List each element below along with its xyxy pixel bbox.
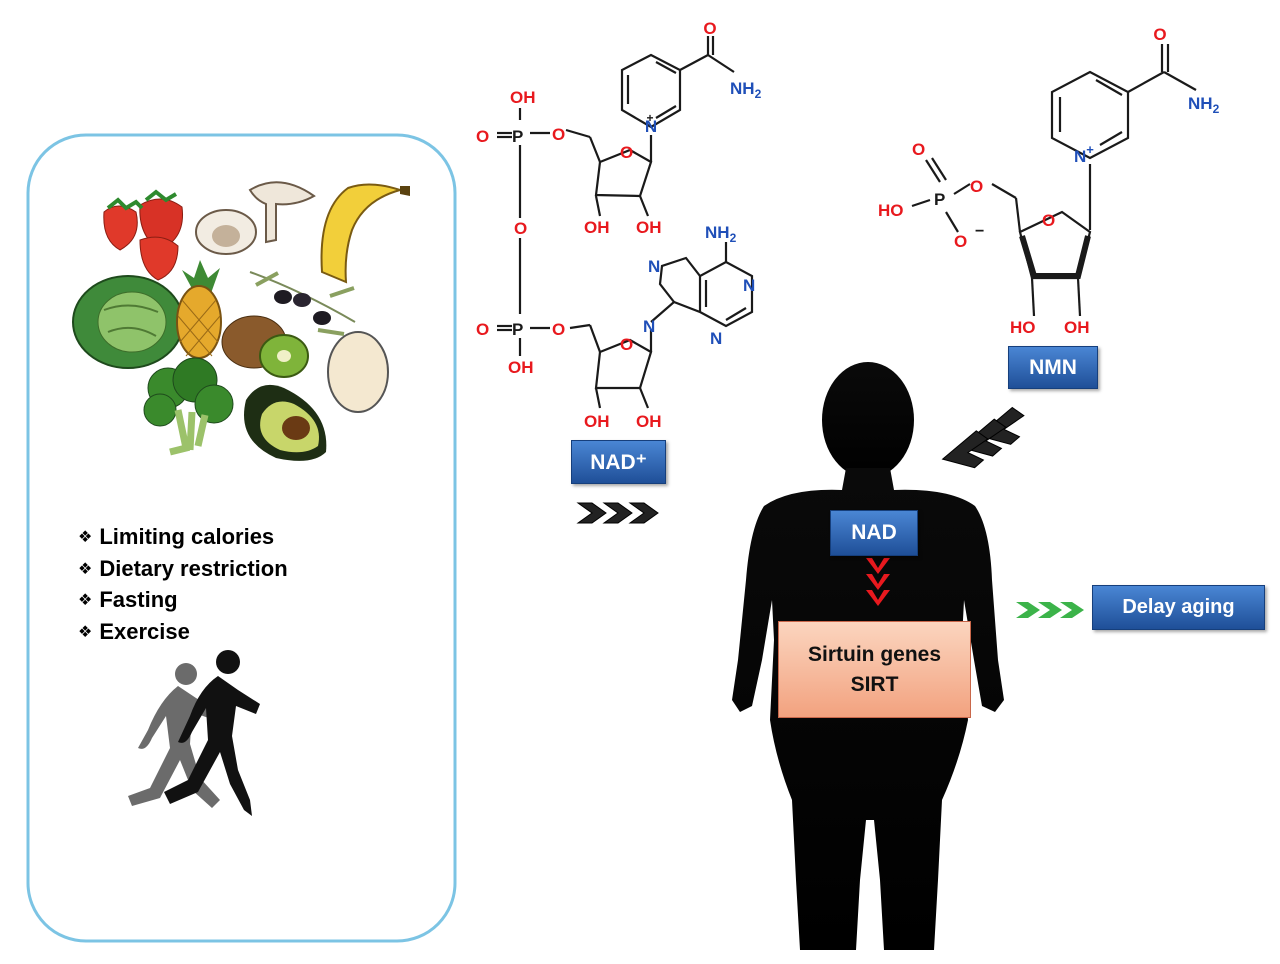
svg-text:NH2: NH2 (730, 79, 762, 101)
chevron-arrow-icon (576, 502, 659, 524)
svg-text:NH2: NH2 (705, 223, 737, 245)
lifestyle-list: ❖Limiting calories ❖Dietary restriction … (78, 522, 288, 648)
svg-text:HO: HO (1010, 318, 1036, 337)
food-illustration-icon (72, 181, 410, 461)
kiwi-icon (221, 315, 309, 378)
olive-icon (249, 271, 356, 336)
svg-text:O: O (912, 140, 925, 159)
svg-text:OH: OH (636, 218, 662, 237)
svg-text:O: O (1042, 211, 1055, 230)
sirtuin-line1: Sirtuin genes (807, 642, 942, 666)
svg-text:P: P (512, 127, 523, 146)
svg-text:−: − (975, 223, 984, 240)
svg-text:O: O (552, 320, 565, 339)
runners-silhouette-icon (128, 650, 260, 816)
atom-plus: + (646, 111, 653, 125)
svg-text:OH: OH (508, 358, 534, 377)
pineapple-icon (176, 260, 222, 359)
svg-text:O: O (954, 232, 967, 251)
lifestyle-panel (26, 133, 457, 943)
svg-text:N: N (743, 276, 755, 295)
avocado-icon (244, 384, 327, 461)
sirtuin-line2: SIRT (850, 672, 899, 696)
delay-aging-label: Delay aging (1092, 585, 1265, 630)
nad-plus-label: NAD⁺ (571, 440, 666, 484)
svg-text:O: O (703, 19, 716, 38)
svg-text:P: P (934, 190, 945, 209)
svg-text:OH: OH (584, 412, 610, 431)
list-item: ❖Fasting (78, 587, 178, 612)
svg-text:OH: OH (1064, 318, 1090, 337)
mushroom-icon (195, 181, 316, 255)
nmn-structure: O NH2 N+ O O P O HO O − HO OH (878, 25, 1220, 337)
nad-label: NAD (830, 510, 918, 556)
nmn-arrow-icon (941, 406, 1025, 469)
svg-text:N+: N+ (1074, 142, 1094, 166)
svg-text:O: O (620, 335, 633, 354)
red-arrow-icon (866, 558, 890, 606)
banana-icon (320, 183, 410, 284)
svg-text:O: O (552, 125, 565, 144)
svg-text:N: N (710, 329, 722, 348)
strawberry-icon (103, 189, 184, 281)
broccoli-icon (143, 357, 234, 456)
sirtuin-box: Sirtuin genes SIRT (778, 621, 971, 718)
egg-icon (327, 331, 389, 413)
svg-text:O: O (620, 143, 633, 162)
svg-text:N: N (648, 257, 660, 276)
atom-n: N (645, 117, 657, 136)
svg-text:P: P (512, 320, 523, 339)
svg-text:O: O (970, 177, 983, 196)
svg-text:O: O (476, 320, 489, 339)
svg-text:HO: HO (878, 201, 904, 220)
svg-text:OH: OH (510, 88, 536, 107)
svg-text:O: O (476, 127, 489, 146)
svg-text:OH: OH (636, 412, 662, 431)
list-item: ❖Exercise (78, 618, 190, 644)
list-item: ❖Dietary restriction (78, 555, 288, 581)
svg-text:O: O (1153, 25, 1166, 44)
nmn-label: NMN (1008, 346, 1098, 389)
nad-plus-structure: N + O NH2 O OH OH OH O P O O O P O OH O … (476, 19, 762, 431)
cabbage-icon (72, 275, 184, 369)
svg-text:NH2: NH2 (1188, 94, 1220, 116)
list-item: ❖Limiting calories (78, 524, 275, 549)
svg-text:O: O (514, 219, 527, 238)
green-arrow-icon (1016, 602, 1084, 618)
svg-text:OH: OH (584, 218, 610, 237)
svg-text:N: N (643, 317, 655, 336)
